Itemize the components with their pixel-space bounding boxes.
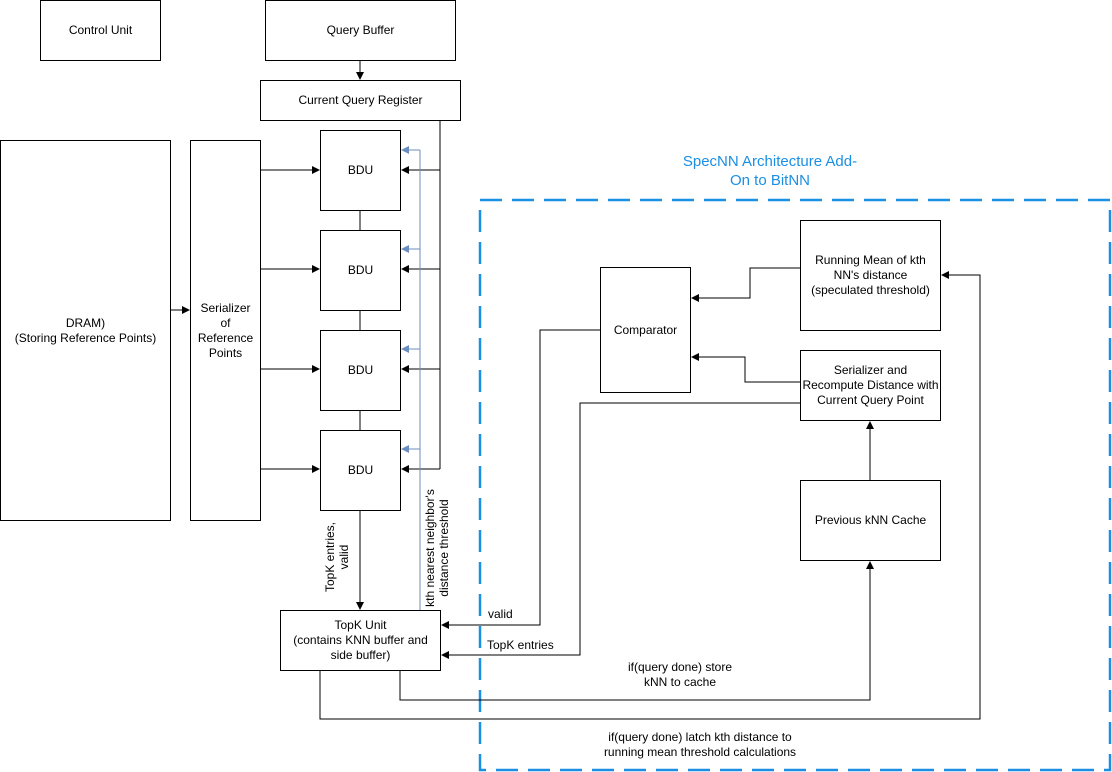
topk-unit-box: TopK Unit (contains KNN buffer and side … [280,610,441,671]
topk-entries-valid-label: TopK entries, valid [323,521,351,593]
control-unit-label: Control Unit [68,23,133,37]
dram-box: DRAM) (Storing Reference Points) [0,140,171,521]
bdu-label-4: BDU [347,463,374,477]
serializer-ref-label: Serializer of Reference Points [197,300,254,360]
specnn-region-title: SpecNN Architecture Add- On to BitNN [682,153,858,189]
wire-valid-to-topk [441,329,600,629]
bdu-label-1: BDU [347,163,374,177]
topk-entries-label: TopK entries [487,638,554,652]
wire-topk-to-cache [399,561,874,701]
serializer-recompute-label: Serializer and Recompute Distance with C… [802,363,939,407]
bdu-box-3: BDU [320,330,401,411]
serializer-recompute-box: Serializer and Recompute Distance with C… [800,350,941,421]
wire-mean-to-comparator [691,267,800,302]
bdu-box-1: BDU [320,130,401,211]
topk-unit-label: TopK Unit (contains KNN buffer and side … [293,618,428,662]
wire-topk-to-mean [319,271,981,720]
running-mean-box: Running Mean of kth NN's distance (specu… [800,220,941,331]
current-query-register-box: Current Query Register [260,80,461,121]
bdu-box-2: BDU [320,230,401,311]
specnn-region-border [478,198,1112,772]
bdu-label-3: BDU [347,363,374,377]
wire-entries-to-topk [441,402,800,659]
bdu-box-4: BDU [320,430,401,511]
previous-knn-cache-box: Previous kNN Cache [800,480,941,561]
dram-label: DRAM) (Storing Reference Points) [14,315,157,345]
wire-recompute-to-comparator [691,353,800,383]
query-buffer-box: Query Buffer [265,0,456,61]
query-buffer-label: Query Buffer [326,23,395,37]
serializer-ref-box: Serializer of Reference Points [190,140,261,521]
previous-knn-cache-label: Previous kNN Cache [814,513,927,527]
bdu-label-2: BDU [347,263,374,277]
current-query-register-label: Current Query Register [298,93,423,107]
comparator-label: Comparator [613,322,678,337]
control-unit-box: Control Unit [40,0,161,61]
store-cache-label: if(query done) store kNN to cache [627,660,733,689]
valid-label: valid [488,607,513,621]
comparator-box: Comparator [600,267,691,393]
running-mean-label: Running Mean of kth NN's distance (specu… [811,253,930,297]
kth-threshold-label: kth nearest neighbor's distance threshol… [423,489,451,607]
latch-kth-label: if(query done) latch kth distance to run… [603,730,797,759]
